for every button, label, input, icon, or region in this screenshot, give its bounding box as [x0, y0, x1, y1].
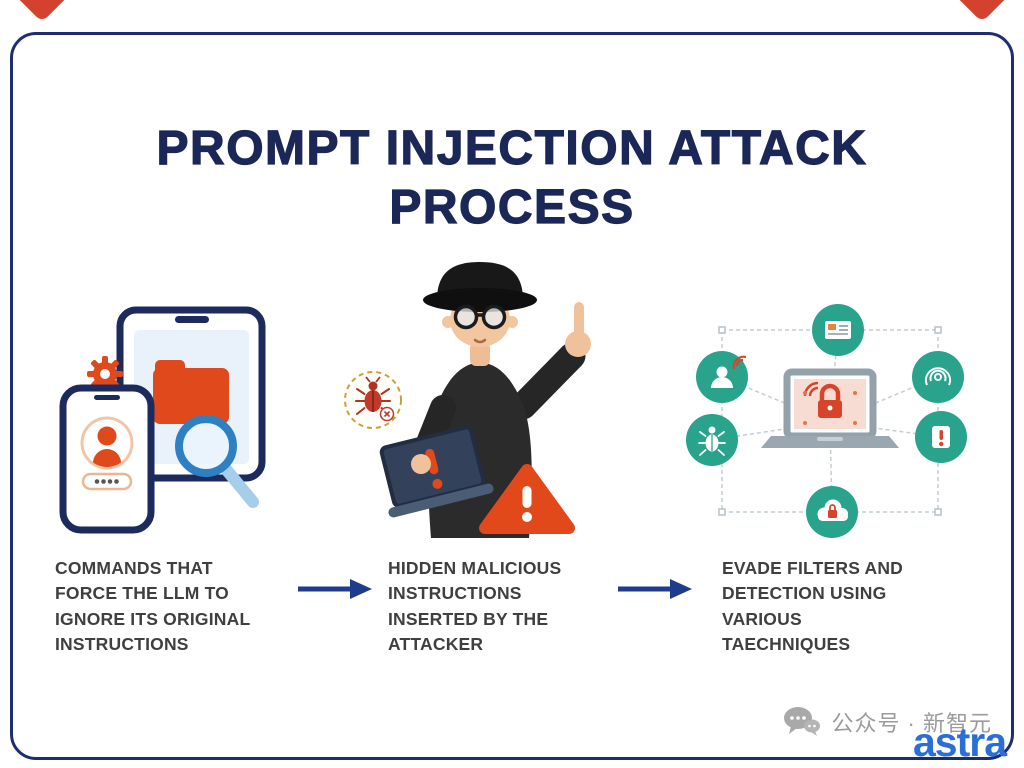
devices-illustration	[55, 300, 270, 535]
corner-decoration-right	[953, 0, 1011, 23]
step-2-label: HIDDEN MALICIOUS INSTRUCTIONS INSERTED B…	[388, 558, 562, 655]
bucket-hat-icon	[423, 262, 537, 312]
laptop-alert-icon	[379, 425, 494, 518]
folder-icon	[153, 360, 229, 424]
cloud-lock-node	[806, 486, 858, 538]
signal-arcs-icon	[808, 386, 819, 397]
warning-triangle-icon	[479, 464, 575, 534]
page-border	[10, 32, 1014, 760]
watermark: 公众号 · 新智元	[783, 706, 992, 738]
password-dots	[81, 472, 133, 491]
watermark-text: 公众号 · 新智元	[831, 711, 992, 736]
corner-decoration-left	[13, 0, 71, 23]
gear-icon	[87, 356, 123, 392]
wechat-icon	[784, 707, 821, 736]
network-junctions	[718, 326, 942, 516]
left-hand	[411, 454, 431, 474]
neck	[470, 342, 490, 366]
smartphone-icon	[59, 384, 155, 534]
pointing-hand-icon	[509, 302, 591, 420]
bug-node	[686, 414, 738, 466]
security-network-illustration	[685, 296, 975, 548]
astra-logo: astra	[912, 719, 1007, 765]
flow-arrow-2	[618, 579, 692, 599]
flow-arrow-1	[298, 579, 372, 599]
bug-badge-icon	[344, 371, 402, 429]
alert-file-node	[915, 411, 967, 463]
user-node	[696, 351, 748, 403]
laptop-lock-icon	[761, 368, 899, 448]
page-title-text: PROMPT INJECTION ATTACK PROCESS	[156, 122, 868, 235]
page-title: PROMPT INJECTION ATTACK PROCESS	[0, 120, 1024, 237]
hacker-illustration	[335, 258, 620, 538]
magnifier-icon	[175, 415, 259, 508]
id-card-node	[812, 304, 864, 356]
fingerprint-node	[912, 351, 964, 403]
step-1-label: COMMANDS THAT FORCE THE LLM TO IGNORE IT…	[55, 558, 251, 655]
step-3-label: EVADE FILTERS AND DETECTION USING VARIOU…	[722, 558, 903, 655]
glasses-icon	[453, 304, 507, 330]
